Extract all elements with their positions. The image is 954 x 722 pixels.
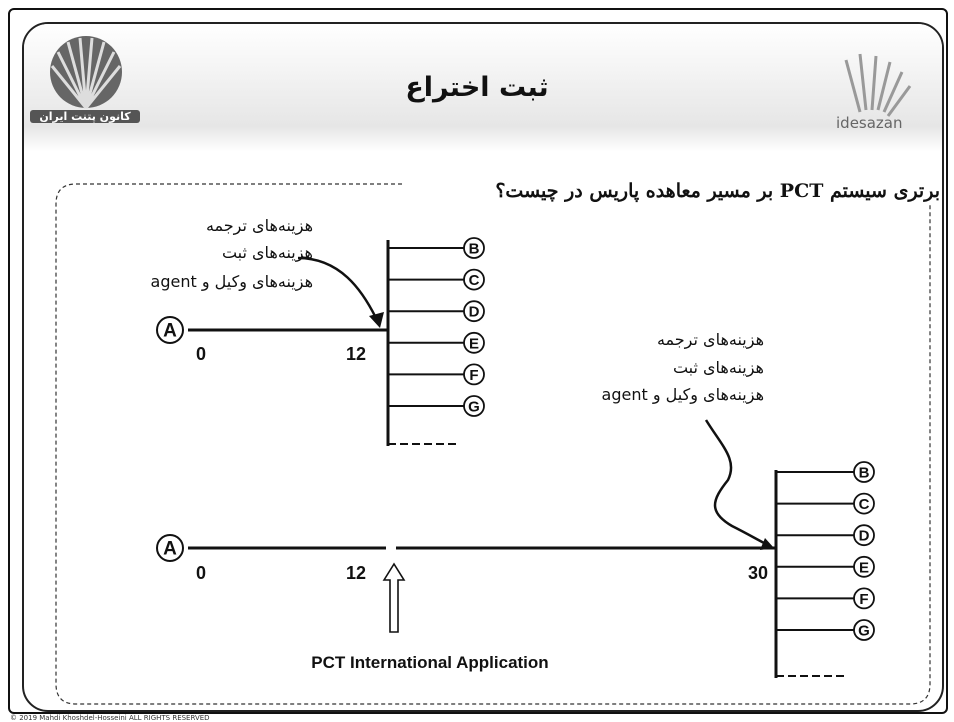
top-branch-circle [463,395,485,417]
bottom-origin-letter: A [163,539,177,560]
bottom-branch-circle [853,555,875,578]
bottom-cost-arrowhead [760,538,774,550]
bottom-cost-arrow [704,419,767,546]
top-branch-circle [463,237,485,259]
top-branch-letter: F [469,367,478,384]
bottom-cost-line-1: هزینه‌های ترجمه [656,330,764,349]
top-branch-circle [463,300,485,323]
top-branch-letter: E [469,335,479,352]
bottom-start-num: 0 [196,563,206,583]
dashed-enclosure [55,183,931,705]
bottom-branch-letter: E [859,559,869,576]
top-start-num: 0 [196,344,206,364]
bottom-cost-line-3: هزینه‌های وکیل و agent [601,385,764,404]
header-band [24,24,942,152]
bottom-branch-letter: B [859,465,870,482]
bottom-branch-letter: C [859,496,870,513]
top-origin-circle: A [156,316,184,344]
bottom-branch-circle [853,587,875,610]
top-branch-circle [463,268,485,291]
right-logo-brand: idesazan [836,114,903,132]
pct-application-label: PCT International Application [311,653,549,672]
bottom-branch-letter: F [859,591,868,608]
bottom-mid-num: 12 [346,563,366,583]
bottom-branch-circle [853,492,875,515]
radiating-lines-logo-icon [844,53,912,117]
pct-up-arrow-icon [382,562,406,633]
top-end-num: 12 [346,344,366,364]
top-cost-line-2: هزینه‌های ثبت [221,243,313,262]
top-origin-letter: A [163,321,177,342]
top-branch-letter: C [469,272,480,289]
bottom-branch-letter: D [859,528,870,545]
top-cost-line-3: هزینه‌های وکیل و agent [150,272,313,291]
shell-logo-icon [50,36,122,109]
bottom-cost-line-2: هزینه‌های ثبت [672,358,764,377]
slide-title: ثبت اختراع [405,72,549,103]
bottom-branch-letter: G [858,623,870,640]
bottom-origin-circle: A [156,534,184,562]
top-branch-letter: B [469,241,480,258]
top-cost-line-1: هزینه‌های ترجمه [205,216,313,235]
copyright-notice: © 2019 Mahdi Khoshdel-Hosseini ALL RIGHT… [10,714,210,722]
top-branch-letter: G [468,399,480,416]
question-heading: برتری سیستم PCT بر مسیر معاهده پاریس در … [495,180,940,202]
top-branch-circle [463,331,485,354]
bottom-branch-circle [853,524,875,547]
top-cost-arrow [297,256,378,319]
bottom-branch-circle [853,619,875,641]
top-cost-arrowhead [369,312,384,328]
bottom-end-num: 30 [748,563,768,583]
left-logo-caption: کانون پتنت ایران [30,110,140,123]
top-branch-circle [463,363,485,386]
bottom-branch-circle [853,461,875,483]
top-branch-letter: D [469,304,480,321]
